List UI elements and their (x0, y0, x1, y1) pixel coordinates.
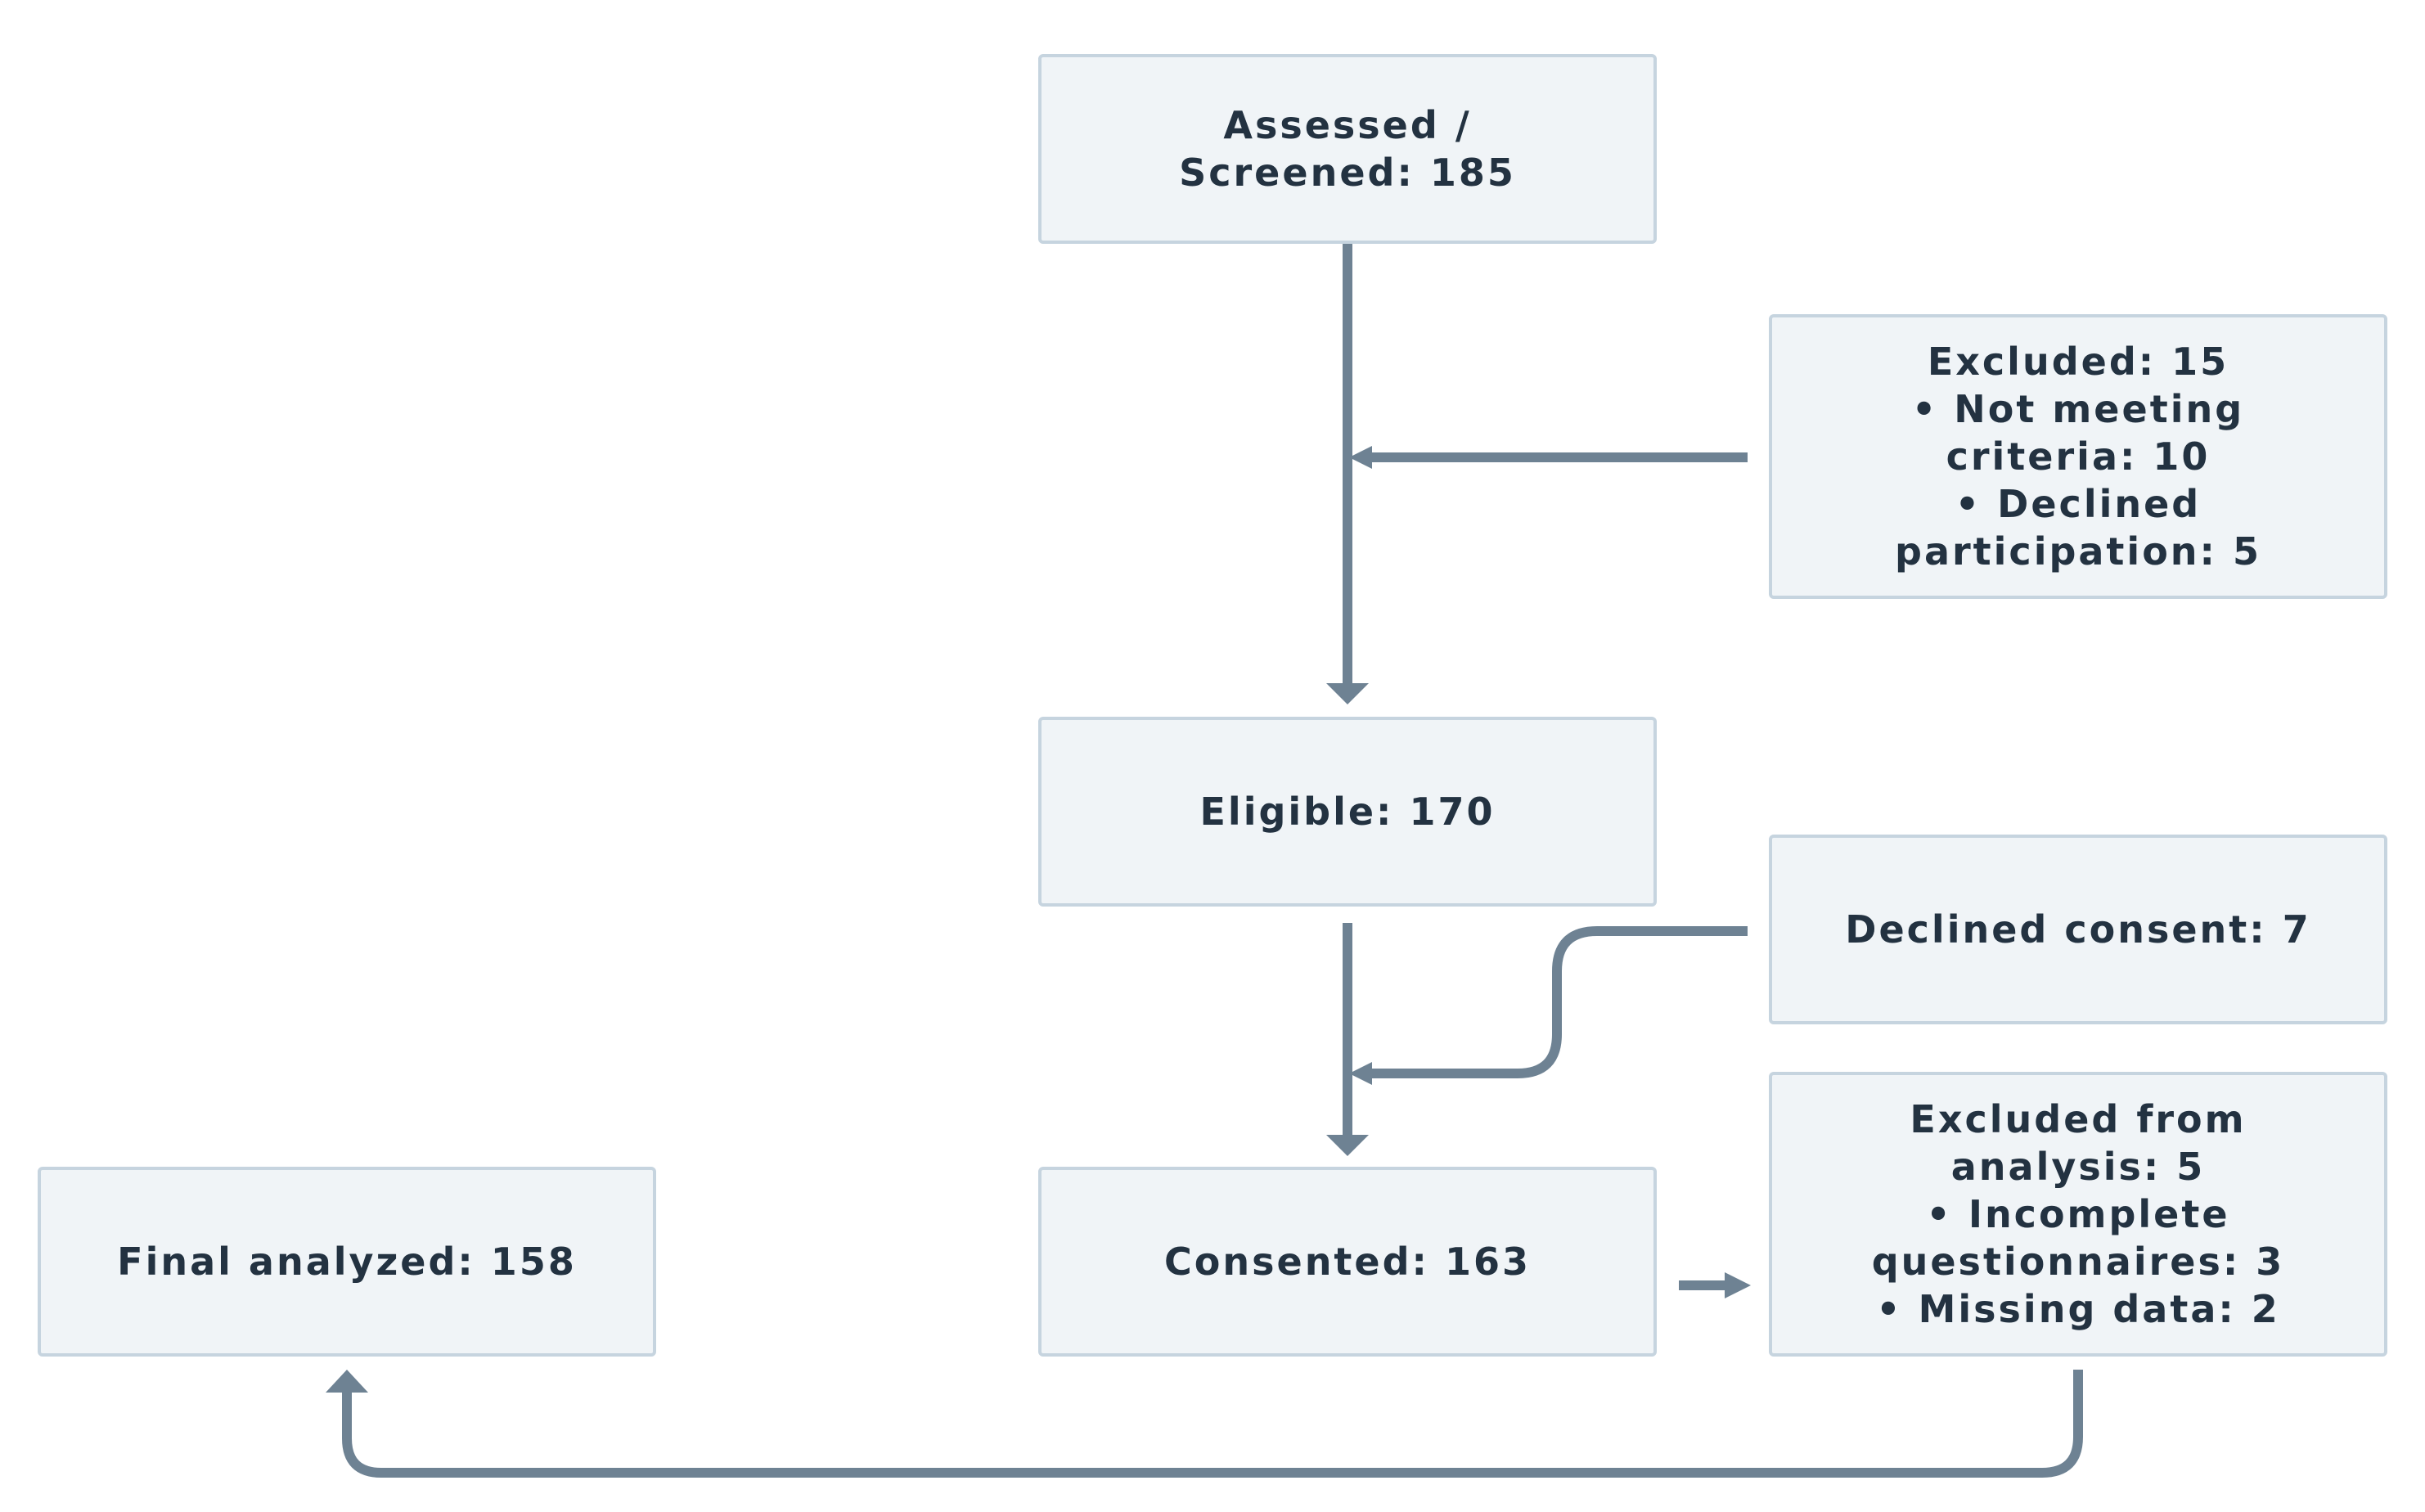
arrowhead-up-final (326, 1370, 368, 1393)
node-line: Excluded: 15 (1927, 340, 2229, 384)
node-line: Assessed / (1223, 103, 1472, 147)
node-line: analysis: 5 (1950, 1145, 2206, 1189)
node-assessed-screened: Assessed / Screened: 185 (1038, 54, 1657, 244)
node-eligible: Eligible: 170 (1038, 717, 1657, 907)
node-final-analyzed: Final analyzed: 158 (38, 1167, 656, 1357)
arrowhead-left-declined (1349, 1062, 1372, 1085)
node-line: • Not meeting (1911, 387, 2245, 431)
arrow-declined-to-main (1368, 926, 1748, 1078)
node-line: • Incomplete (1926, 1192, 2230, 1236)
node-line: participation: 5 (1895, 529, 2261, 574)
node-line: • Declined (1955, 482, 2202, 526)
node-line: Declined consent: 7 (1845, 907, 2311, 952)
arrowhead-down-eligible (1326, 683, 1369, 704)
arrowhead-left-excluded (1349, 446, 1372, 469)
node-line: • Missing data: 2 (1876, 1287, 2280, 1331)
node-line: Excluded from (1910, 1097, 2247, 1141)
node-line: Screened: 185 (1179, 151, 1516, 195)
node-line: Final analyzed: 158 (117, 1240, 577, 1284)
node-line: Consented: 163 (1164, 1240, 1531, 1284)
node-excluded: Excluded: 15 • Not meeting criteria: 10 … (1769, 314, 2387, 599)
node-line: questionnaires: 3 (1871, 1240, 2285, 1284)
arrowhead-down-consented (1326, 1135, 1369, 1156)
node-line: Eligible: 170 (1199, 790, 1496, 834)
node-excluded-from-analysis: Excluded from analysis: 5 • Incomplete q… (1769, 1072, 2387, 1357)
arrowhead-right-excluded-analysis (1725, 1272, 1751, 1298)
node-consented: Consented: 163 (1038, 1167, 1657, 1357)
node-line: criteria: 10 (1946, 434, 2211, 479)
arrow-excluded-analysis-to-final (342, 1370, 2083, 1478)
node-declined-consent: Declined consent: 7 (1769, 835, 2387, 1024)
